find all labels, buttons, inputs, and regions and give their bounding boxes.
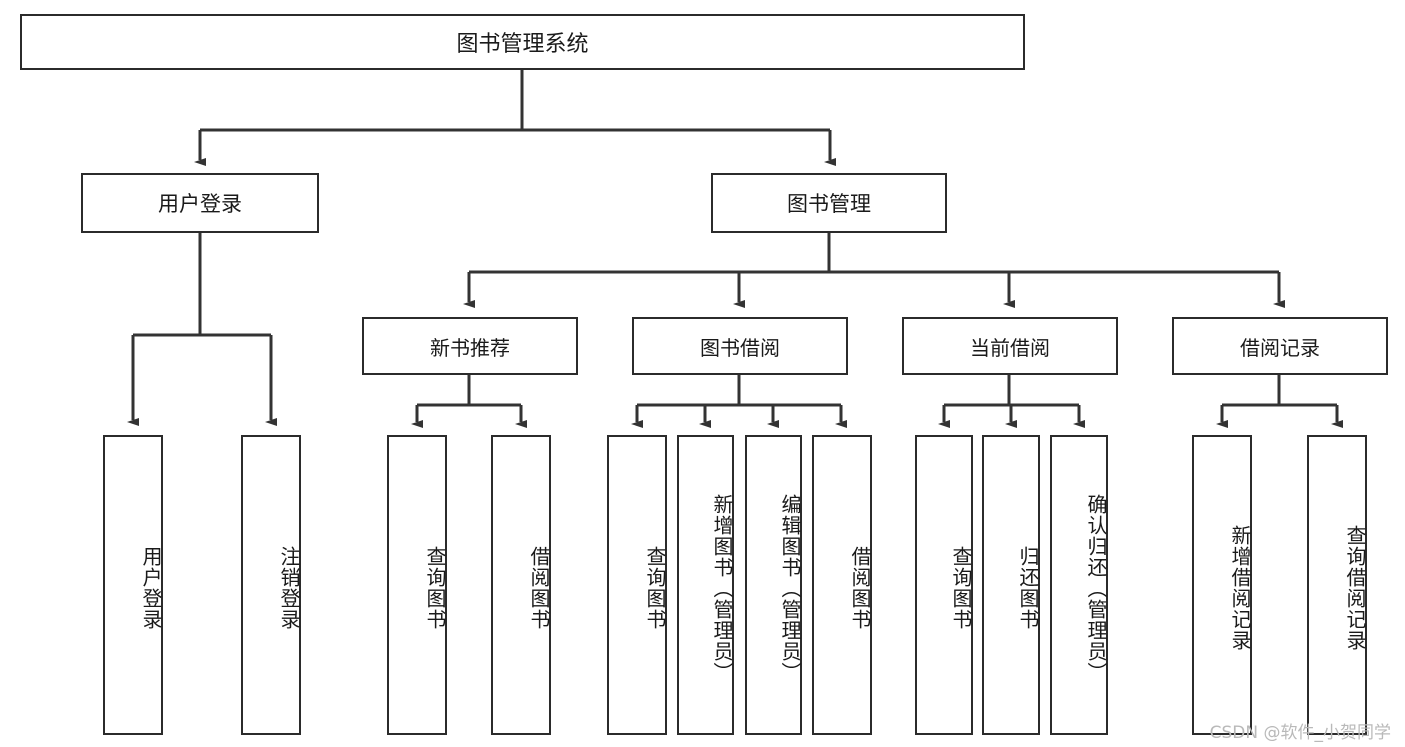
node-book-manage-label: 图书管理 [787, 192, 871, 216]
leaf-query-book-1[interactable]: 查询图书 [387, 435, 447, 735]
leaf-query-book-2[interactable]: 查询图书 [607, 435, 667, 735]
node-book-borrow-label: 图书借阅 [700, 335, 780, 360]
node-root-label: 图书管理系统 [456, 32, 589, 57]
leaf-query-record-label: 查询借阅记录 [1343, 525, 1367, 651]
leaf-confirm-return-label: 确认归还（管理员） [1084, 493, 1108, 683]
leaf-add-record-label: 新增借阅记录 [1228, 525, 1252, 651]
leaf-borrow-book-2-label: 借阅图书 [848, 546, 872, 630]
node-current-borrow-label: 当前借阅 [970, 335, 1050, 360]
node-borrow-record[interactable]: 借阅记录 [1172, 317, 1388, 375]
leaf-query-book-3[interactable]: 查询图书 [915, 435, 973, 735]
leaf-query-book-2-label: 查询图书 [643, 546, 667, 630]
leaf-return-book[interactable]: 归还图书 [982, 435, 1040, 735]
node-user-login-label: 用户登录 [158, 192, 242, 216]
node-current-borrow[interactable]: 当前借阅 [902, 317, 1118, 375]
leaf-user-logout-label: 注销登录 [277, 546, 301, 630]
leaf-user-login-label: 用户登录 [139, 546, 163, 630]
node-new-book-rec-label: 新书推荐 [430, 335, 510, 360]
leaf-query-book-3-label: 查询图书 [949, 546, 973, 630]
node-book-borrow[interactable]: 图书借阅 [632, 317, 848, 375]
leaf-edit-book[interactable]: 编辑图书（管理员） [745, 435, 802, 735]
node-borrow-record-label: 借阅记录 [1240, 335, 1320, 360]
leaf-add-book-label: 新增图书（管理员） [710, 493, 734, 683]
leaf-borrow-book-2[interactable]: 借阅图书 [812, 435, 872, 735]
leaf-user-logout[interactable]: 注销登录 [241, 435, 301, 735]
leaf-query-book-1-label: 查询图书 [423, 546, 447, 630]
leaf-confirm-return[interactable]: 确认归还（管理员） [1050, 435, 1108, 735]
node-new-book-rec[interactable]: 新书推荐 [362, 317, 578, 375]
node-user-login[interactable]: 用户登录 [81, 173, 319, 233]
leaf-add-record[interactable]: 新增借阅记录 [1192, 435, 1252, 735]
watermark: CSDN @软件_小贺同学 [1209, 723, 1391, 743]
leaf-edit-book-label: 编辑图书（管理员） [778, 493, 802, 683]
leaf-user-login[interactable]: 用户登录 [103, 435, 163, 735]
leaf-return-book-label: 归还图书 [1016, 546, 1040, 630]
leaf-add-book[interactable]: 新增图书（管理员） [677, 435, 734, 735]
node-root[interactable]: 图书管理系统 [20, 14, 1025, 70]
leaf-query-record[interactable]: 查询借阅记录 [1307, 435, 1367, 735]
leaf-borrow-book-1-label: 借阅图书 [527, 546, 551, 630]
node-book-manage[interactable]: 图书管理 [711, 173, 947, 233]
leaf-borrow-book-1[interactable]: 借阅图书 [491, 435, 551, 735]
